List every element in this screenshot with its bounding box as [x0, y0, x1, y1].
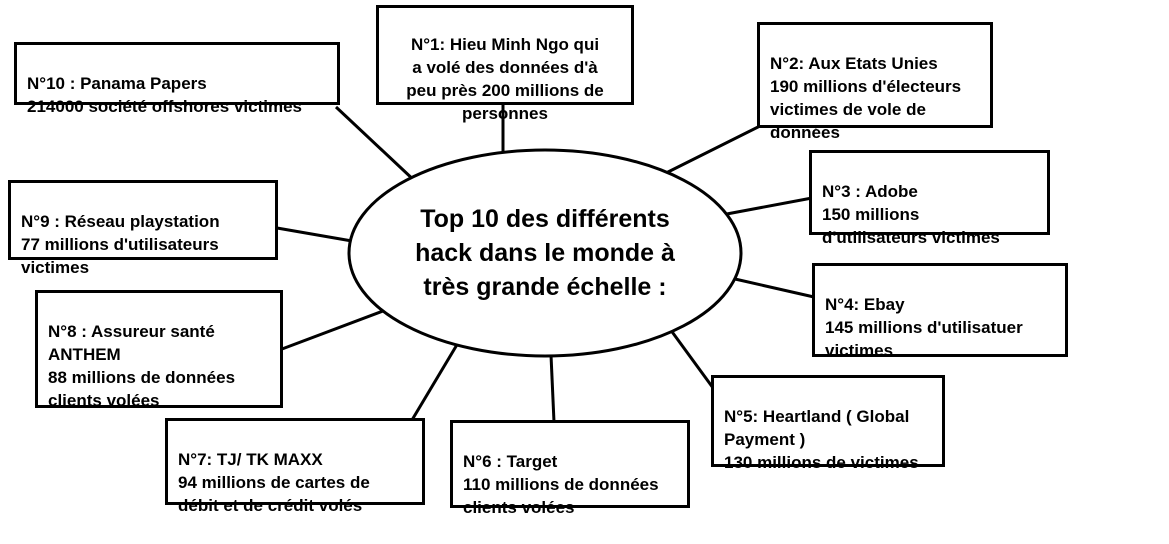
node-text-n2: N°2: Aux Etats Unies 190 millions d'élec… [770, 54, 962, 142]
node-text-n9: N°9 : Réseau playstation 77 millions d'u… [21, 212, 220, 277]
node-text-n7: N°7: TJ/ TK MAXX 94 millions de cartes d… [178, 450, 370, 515]
node-box-n4: N°4: Ebay 145 millions d'utilisatuer vic… [812, 263, 1068, 360]
node-text-n1: N°1: Hieu Minh Ngo qui a volé des donnée… [406, 35, 604, 123]
node-text-n3: N°3 : Adobe 150 millions d'utilisateurs … [822, 182, 1000, 247]
node-box-n1: N°1: Hieu Minh Ngo qui a volé des donnée… [376, 5, 634, 123]
center-ellipse [347, 148, 743, 358]
connector-line-n2 [651, 124, 761, 182]
connector-line-n3 [715, 196, 813, 218]
node-box-n10: N°10 : Panama Papers 214000 société offs… [14, 42, 340, 116]
connector-line-n8 [281, 309, 384, 351]
node-box-n7: N°7: TJ/ TK MAXX 94 millions de cartes d… [165, 418, 425, 515]
connector-line-n4 [734, 277, 815, 299]
node-text-n6: N°6 : Target 110 millions de données cli… [463, 452, 659, 517]
connector-line-n5 [668, 328, 718, 393]
node-box-n9: N°9 : Réseau playstation 77 millions d'u… [8, 180, 278, 277]
node-box-n3: N°3 : Adobe 150 millions d'utilisateurs … [809, 150, 1050, 247]
connector-line-n9 [276, 226, 353, 243]
node-box-n2: N°2: Aux Etats Unies 190 millions d'élec… [757, 22, 993, 142]
node-text-n5: N°5: Heartland ( Global Payment ) 130 mi… [724, 407, 919, 472]
node-box-n5: N°5: Heartland ( Global Payment ) 130 mi… [711, 375, 945, 472]
center-title: Top 10 des différents hack dans le monde… [415, 205, 675, 301]
node-box-n8: N°8 : Assureur santé ANTHEM 88 millions … [35, 290, 283, 410]
node-text-n4: N°4: Ebay 145 millions d'utilisatuer vic… [825, 295, 1023, 360]
connector-line-n7 [410, 342, 460, 421]
connector-line-n6 [549, 354, 556, 423]
node-text-n8: N°8 : Assureur santé ANTHEM 88 millions … [48, 322, 236, 410]
node-text-n10: N°10 : Panama Papers 214000 société offs… [27, 74, 302, 116]
node-box-n6: N°6 : Target 110 millions de données cli… [450, 420, 690, 517]
connector-line-n10 [334, 105, 419, 185]
